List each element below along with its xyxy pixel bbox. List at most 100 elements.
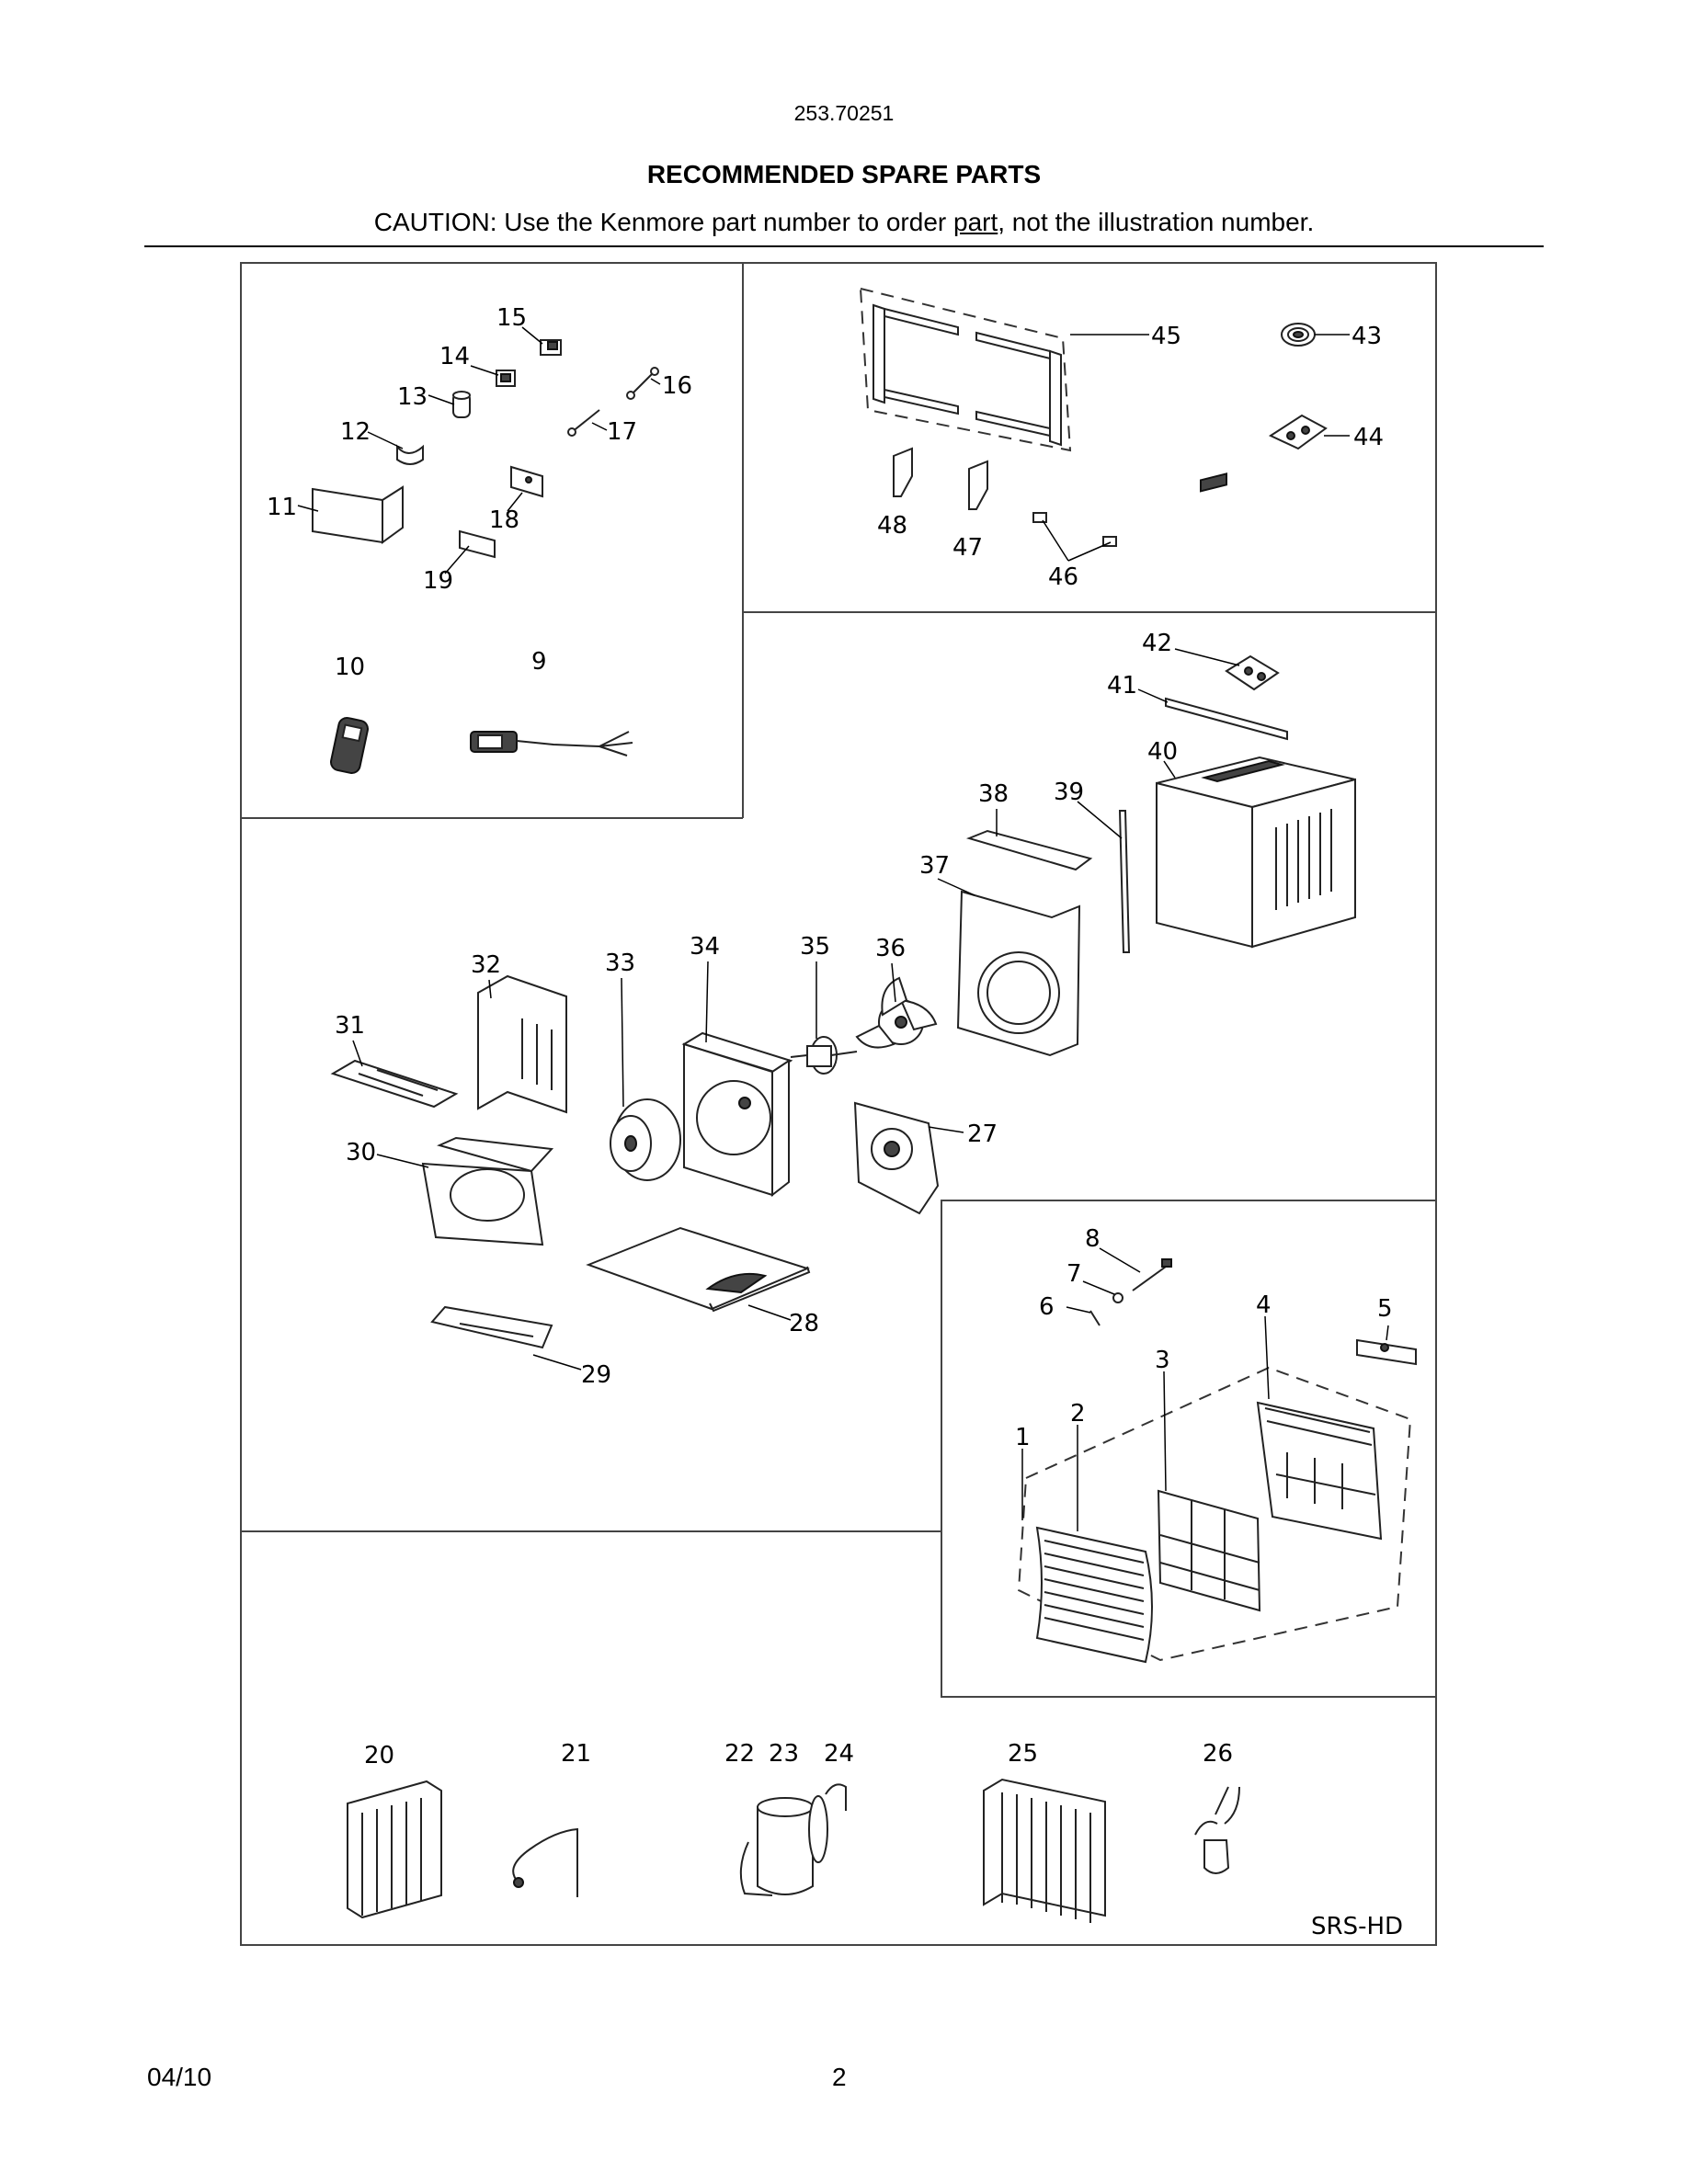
label-44: 44 <box>1353 424 1384 451</box>
part-11-illustration <box>312 485 404 544</box>
part-27-illustration <box>853 1101 940 1215</box>
label-32: 32 <box>471 951 501 979</box>
footer-date: 04/10 <box>147 2063 212 2091</box>
label-30: 30 <box>346 1139 376 1166</box>
label-5: 5 <box>1377 1295 1393 1323</box>
label-36: 36 <box>875 935 906 962</box>
part-9-illustration <box>470 731 633 756</box>
part-42-illustration <box>1225 654 1280 691</box>
part-29-illustration <box>430 1305 553 1349</box>
page-number: 2 <box>832 2063 847 2091</box>
label-8: 8 <box>1085 1225 1101 1253</box>
label-48: 48 <box>877 512 907 540</box>
front-panel-box <box>941 1200 1437 1698</box>
part-3-illustration <box>1157 1489 1261 1612</box>
panel-frames <box>240 262 1437 1946</box>
label-26: 26 <box>1203 1740 1233 1768</box>
label-6: 6 <box>1039 1293 1055 1321</box>
part-31-illustration <box>330 1059 459 1109</box>
label-12: 12 <box>340 418 371 446</box>
label-47: 47 <box>952 534 983 562</box>
label-42: 42 <box>1142 630 1172 657</box>
label-17: 17 <box>607 418 637 446</box>
label-38: 38 <box>978 780 1009 808</box>
label-31: 31 <box>335 1012 365 1040</box>
outer-frame <box>240 262 1437 1946</box>
label-4: 4 <box>1256 1291 1272 1319</box>
part-8-illustration <box>1132 1258 1172 1291</box>
part-28-illustration <box>586 1226 811 1313</box>
part-16-illustration <box>626 367 659 400</box>
label-25: 25 <box>1008 1740 1038 1768</box>
label-13: 13 <box>397 383 428 411</box>
part-18-illustration <box>510 465 543 498</box>
part-25-illustration <box>983 1778 1106 1923</box>
part-34-illustration <box>681 1031 793 1198</box>
part-21-illustration <box>512 1827 578 1897</box>
label-1: 1 <box>1015 1424 1031 1451</box>
part-43-illustration <box>1281 323 1316 347</box>
caution-note: CAUTION: Use the Kenmore part number to … <box>0 208 1688 237</box>
part-41-illustration <box>1165 697 1288 741</box>
label-28: 28 <box>789 1310 819 1337</box>
part-12-illustration <box>396 444 424 465</box>
label-11: 11 <box>267 494 297 521</box>
part-7-illustration <box>1112 1292 1123 1303</box>
part-14-illustration <box>496 370 516 387</box>
front-panel-dashed-outline <box>1017 1366 1412 1662</box>
page-title: RECOMMENDED SPARE PARTS <box>646 160 1042 188</box>
diagram-code: SRS-HD <box>1311 1913 1403 1940</box>
part-5-illustration <box>1356 1338 1417 1366</box>
part-33-illustration <box>610 1098 681 1181</box>
label-43: 43 <box>1352 323 1382 350</box>
part-48-illustration <box>893 447 913 497</box>
part-22-illustration <box>739 1841 773 1896</box>
part-23-illustration <box>757 1795 828 1895</box>
label-40: 40 <box>1147 738 1178 766</box>
part-19-illustration <box>459 529 496 559</box>
label-37: 37 <box>919 852 950 880</box>
header-rule <box>144 245 1544 247</box>
label-41: 41 <box>1107 672 1137 700</box>
part-38-illustration <box>965 829 1093 871</box>
part-47-illustration <box>968 460 988 510</box>
part-30-illustration <box>421 1136 554 1246</box>
part-17-illustration <box>567 409 600 437</box>
part-15-illustration <box>540 339 562 356</box>
model-number: 253.70251 <box>793 101 895 125</box>
leader-lines <box>297 326 1389 1531</box>
label-23: 23 <box>769 1740 799 1768</box>
caution-text-start: CAUTION: Use the Kenmore part number to … <box>373 208 953 236</box>
part-10-illustration <box>329 716 370 775</box>
label-3: 3 <box>1155 1347 1170 1374</box>
part-number-labels: 15 14 13 12 11 16 17 18 19 10 9 45 43 44… <box>267 304 1403 1940</box>
label-27: 27 <box>967 1120 998 1148</box>
part-24-illustration <box>825 1783 847 1811</box>
part-35-illustration <box>790 1036 858 1075</box>
label-33: 33 <box>605 950 635 977</box>
part-13-illustration <box>452 391 471 418</box>
label-14: 14 <box>439 343 470 370</box>
label-2: 2 <box>1070 1400 1086 1428</box>
caution-text-end: , not the illustration number. <box>998 208 1315 236</box>
label-10: 10 <box>335 654 365 681</box>
label-45: 45 <box>1151 323 1181 350</box>
label-9: 9 <box>531 648 547 676</box>
part-20-illustration <box>347 1780 442 1919</box>
label-39: 39 <box>1054 779 1084 806</box>
label-20: 20 <box>364 1742 394 1769</box>
part-37-illustration <box>956 890 1081 1057</box>
label-19: 19 <box>423 567 453 595</box>
label-22: 22 <box>724 1740 755 1768</box>
part-26-illustration <box>1194 1786 1240 1874</box>
label-16: 16 <box>662 372 692 400</box>
part-2-illustration <box>1035 1526 1153 1664</box>
label-29: 29 <box>581 1361 611 1389</box>
part-39-illustration <box>1118 810 1131 953</box>
part-46-illustration <box>1032 512 1117 547</box>
label-15: 15 <box>496 304 527 332</box>
part-6-illustration <box>1089 1310 1101 1326</box>
part-40-illustration <box>1156 472 1356 949</box>
label-7: 7 <box>1066 1260 1082 1288</box>
